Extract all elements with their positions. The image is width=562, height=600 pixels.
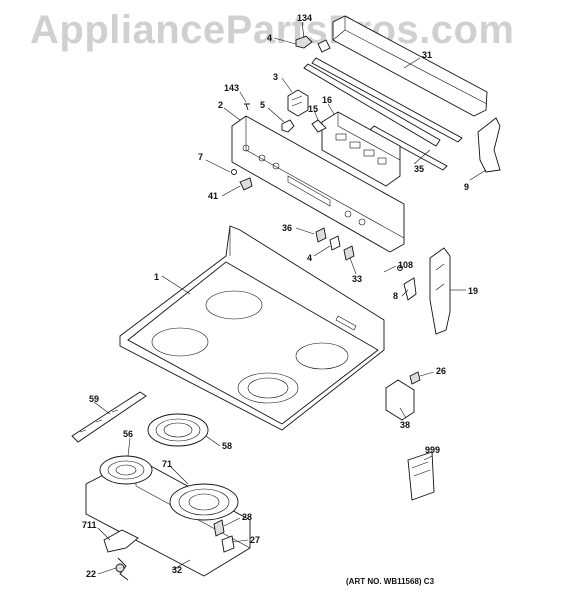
callout-9: 9 <box>464 182 469 192</box>
callout-711: 711 <box>82 520 97 530</box>
part-side-bracket-19 <box>429 247 451 335</box>
callout-108: 108 <box>398 260 413 270</box>
part-burner-56 <box>99 455 153 485</box>
part-clip-134 <box>295 35 331 53</box>
part-screw-108 <box>397 265 403 271</box>
callout-999: 999 <box>425 445 440 455</box>
watermark-logo: AppliancePartsPros.com <box>30 8 515 52</box>
callout-27: 27 <box>250 535 260 545</box>
callout-4-mid: 4 <box>307 253 312 263</box>
callout-5: 5 <box>260 100 265 110</box>
callout-71: 71 <box>162 459 172 469</box>
part-switch-38 <box>385 379 415 421</box>
callout-31: 31 <box>422 50 432 60</box>
part-bracket-8 <box>403 277 417 301</box>
callout-36: 36 <box>282 223 292 233</box>
callout-28: 28 <box>242 512 252 522</box>
callout-32: 32 <box>172 565 182 575</box>
part-switch-knobs <box>315 227 355 261</box>
callout-1: 1 <box>154 272 159 282</box>
callout-2: 2 <box>218 100 223 110</box>
callout-33: 33 <box>352 274 362 284</box>
callout-8: 8 <box>393 291 398 301</box>
callout-143: 143 <box>224 83 239 93</box>
part-5 <box>281 119 295 133</box>
part-manual-999 <box>407 451 435 501</box>
callout-58: 58 <box>222 441 232 451</box>
callout-22: 22 <box>86 569 96 579</box>
callout-labels: 134 4 31 3 143 2 5 16 15 7 41 35 9 36 4 … <box>82 13 478 579</box>
part-receptacle-parts <box>213 519 235 553</box>
callout-7: 7 <box>198 152 203 162</box>
callout-56: 56 <box>123 429 133 439</box>
part-cooktop <box>119 225 385 431</box>
leader-lines <box>93 21 487 575</box>
part-control-module <box>311 111 401 187</box>
part-burner-71 <box>169 483 239 521</box>
callout-38: 38 <box>400 420 410 430</box>
callout-35: 35 <box>414 164 424 174</box>
part-end-cap-9 <box>477 117 501 173</box>
part-burner-58 <box>147 413 209 447</box>
part-bracket-711-and-wire-22 <box>103 529 139 581</box>
callout-3: 3 <box>273 72 278 82</box>
callout-41: 41 <box>208 191 218 201</box>
callout-15: 15 <box>308 104 318 114</box>
art-number-label: (ART NO. WB11568) C3 <box>346 577 435 586</box>
callout-134: 134 <box>297 13 312 23</box>
callout-4-top: 4 <box>267 33 272 43</box>
part-bracket-59 <box>71 391 147 443</box>
part-screws <box>231 103 253 191</box>
part-vent-rails <box>303 57 463 171</box>
part-backguard-panel <box>231 115 405 253</box>
callout-26: 26 <box>436 366 446 376</box>
callout-59: 59 <box>89 394 99 404</box>
callout-16: 16 <box>322 95 332 105</box>
part-26 <box>409 371 421 385</box>
part-bracket-3 <box>287 89 309 117</box>
part-top-trim <box>332 15 488 117</box>
callout-19: 19 <box>468 286 478 296</box>
